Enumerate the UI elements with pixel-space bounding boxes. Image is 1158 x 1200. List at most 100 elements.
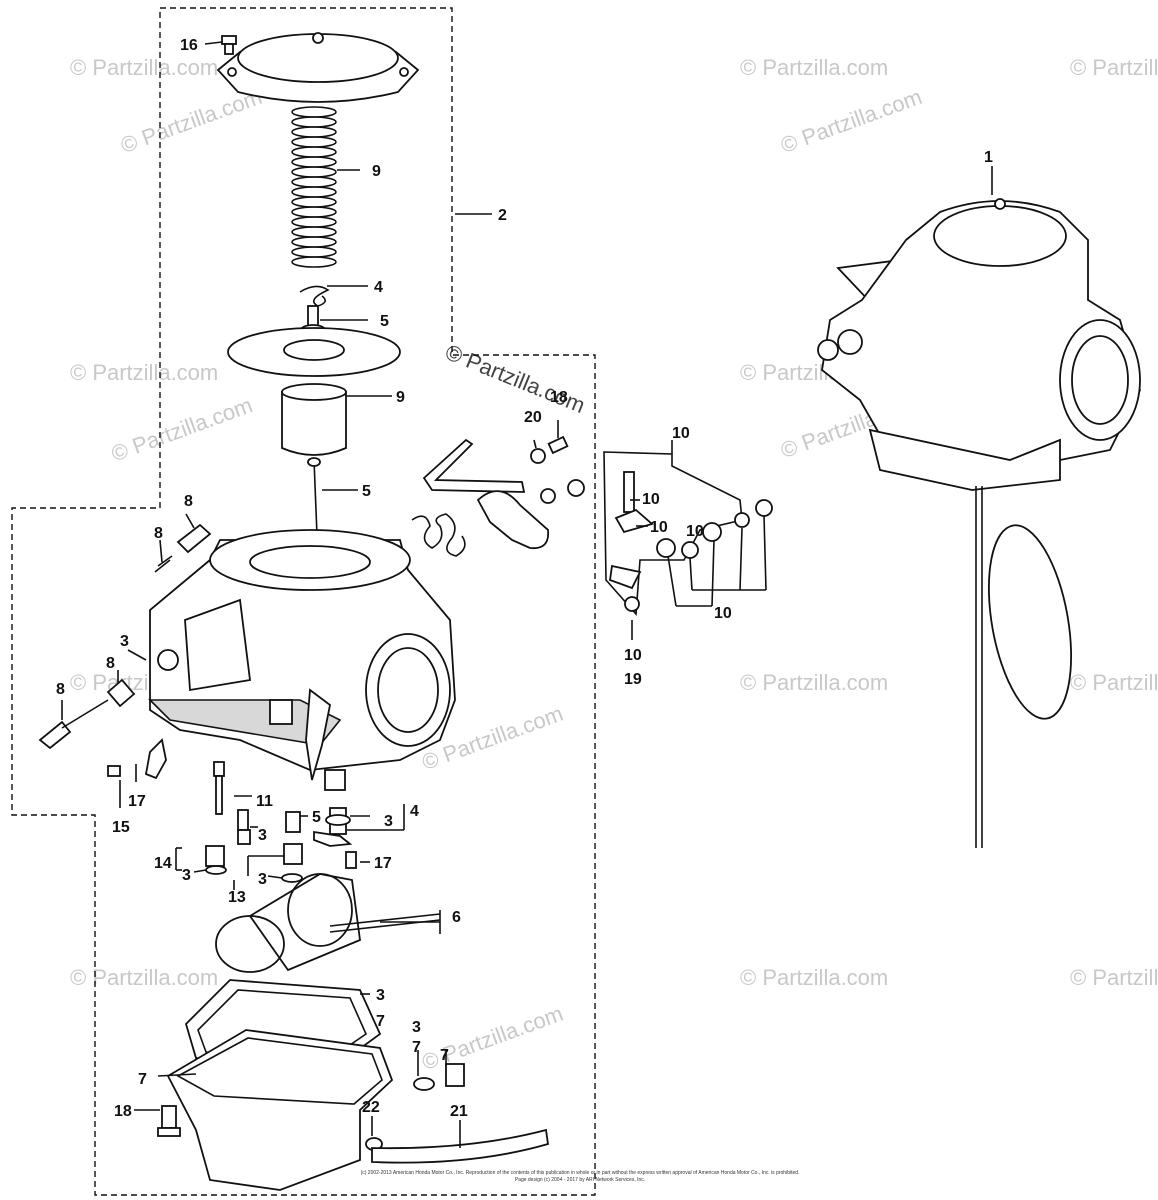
slow-jet-part bbox=[237, 809, 249, 831]
callout-2: 2 bbox=[498, 207, 507, 224]
callout-8: 8 bbox=[106, 655, 115, 672]
callout-8: 8 bbox=[154, 525, 163, 542]
screw-15-top bbox=[221, 35, 237, 55]
spring-coil bbox=[291, 126, 337, 138]
page-design-line: Page design (c) 2004 - 2017 by ARI Netwo… bbox=[514, 1177, 646, 1183]
screw-17 bbox=[547, 435, 569, 455]
washer-part bbox=[540, 488, 556, 504]
callout-3: 3 bbox=[120, 633, 129, 650]
spring-coil bbox=[291, 186, 337, 198]
spring-9 bbox=[291, 106, 337, 268]
main-jet-11 bbox=[213, 761, 225, 815]
callout-18: 19 bbox=[624, 671, 642, 688]
cam-plate-part bbox=[476, 490, 550, 550]
screw-15-bottom bbox=[345, 851, 357, 869]
top-cap-part bbox=[216, 32, 420, 103]
watermark-text: © Partzilla.com bbox=[70, 55, 218, 80]
watermark-text: © Partzilla.com bbox=[70, 360, 218, 385]
callout-15: 16 bbox=[180, 37, 198, 54]
spring-coil bbox=[291, 246, 337, 258]
callout-8: 8 bbox=[184, 493, 193, 510]
callout-3: 3 bbox=[182, 867, 191, 884]
drain-plug-7 bbox=[413, 1063, 465, 1091]
callout-15: 17 bbox=[374, 855, 392, 872]
callout-7: 7 bbox=[138, 1071, 147, 1088]
spring-coil bbox=[291, 226, 337, 238]
watermark-text: © Partzilla.com bbox=[117, 84, 265, 158]
watermark-text: © Partzilla.com bbox=[108, 392, 256, 466]
watermark-center-text: © Partzilla.com bbox=[442, 339, 589, 418]
callout-9: 9 bbox=[396, 389, 405, 406]
throttle-linkage-group bbox=[603, 451, 773, 616]
callout-7: 7 bbox=[440, 1047, 449, 1064]
throttle-link-part bbox=[422, 438, 526, 493]
spring-coil bbox=[291, 196, 337, 208]
spring-coil bbox=[291, 146, 337, 158]
spring-coil bbox=[291, 256, 337, 268]
watermark-text: © Partzilla.com bbox=[740, 670, 888, 695]
needle-jet-holder-5 bbox=[285, 811, 301, 833]
callout-10: 10 bbox=[624, 647, 642, 664]
clip-part bbox=[313, 830, 353, 847]
floats-6 bbox=[215, 873, 441, 973]
assembled-carburetor bbox=[817, 198, 1141, 848]
watermark-text: © Partzilla.com bbox=[70, 965, 218, 990]
callout-21: 21 bbox=[450, 1103, 468, 1120]
callout-7: 7 bbox=[376, 1013, 385, 1030]
callout-3: 3 bbox=[258, 827, 267, 844]
o-ring-4 bbox=[325, 814, 351, 826]
copyright-line: (c) 2002-2013 American Honda Motor Co., … bbox=[360, 1170, 800, 1176]
needle-jet-12 bbox=[205, 845, 225, 867]
callout-5: 4 bbox=[374, 279, 383, 296]
o-ring-12 bbox=[205, 865, 227, 875]
callout-10: 10 bbox=[650, 519, 668, 536]
callout-3: 3 bbox=[412, 1019, 421, 1036]
callout-8: 8 bbox=[56, 681, 65, 698]
spring-coil bbox=[291, 216, 337, 228]
assembly-boundary bbox=[11, 7, 596, 1196]
float-bowl-7 bbox=[166, 1029, 394, 1191]
callout-1: 1 bbox=[984, 149, 993, 166]
callout-20: 20 bbox=[524, 409, 542, 426]
spring-coil bbox=[291, 206, 337, 218]
callout-11: 11 bbox=[256, 793, 273, 810]
throttle-spring-part bbox=[411, 513, 466, 557]
callout-3: 3 bbox=[384, 813, 393, 830]
watermark-text: © Partzilla.com bbox=[1070, 670, 1158, 695]
callout-4: 4 bbox=[410, 803, 419, 820]
watermark-text: © Partzilla.com bbox=[740, 965, 888, 990]
callout-7: 7 bbox=[412, 1039, 421, 1056]
spring-coil bbox=[291, 136, 337, 148]
callout-22: 22 bbox=[362, 1099, 380, 1116]
spring-clip-5 bbox=[299, 285, 330, 307]
slow-jet-holder-part bbox=[237, 829, 251, 845]
callout-14: 15 bbox=[112, 819, 130, 836]
callout-3: 3 bbox=[258, 871, 267, 888]
callout-10: 10 bbox=[672, 425, 690, 442]
watermark-text: © Partzilla.com bbox=[1070, 55, 1158, 80]
exploded-parts bbox=[38, 32, 585, 1191]
drain-screw-16 bbox=[157, 1105, 181, 1137]
callout-6: 6 bbox=[452, 909, 461, 926]
spring-coil bbox=[291, 166, 337, 178]
piston-9 bbox=[281, 383, 347, 456]
callout-10: 10 bbox=[642, 491, 660, 508]
callout-12: 14 bbox=[154, 855, 172, 872]
callout-10: 10 bbox=[686, 523, 704, 540]
jet-holder-13 bbox=[283, 843, 303, 865]
leader-lines bbox=[61, 41, 993, 1148]
spring-coil bbox=[291, 106, 337, 118]
spring-coil bbox=[291, 116, 337, 128]
spring-coil bbox=[291, 236, 337, 248]
washer-20 bbox=[530, 448, 546, 464]
bracket-19 bbox=[144, 738, 167, 780]
spring-coil bbox=[291, 176, 337, 188]
callout-10: 10 bbox=[714, 605, 732, 622]
callout-17: 18 bbox=[550, 389, 568, 406]
watermark-text: © Partzilla.com bbox=[1070, 965, 1158, 990]
o-ring-13 bbox=[281, 873, 303, 883]
watermark-text: © Partzilla.com bbox=[740, 55, 888, 80]
callout-labels: 16 9 2 4 5 9 5 1 20 18 10 10 10 10 10 10… bbox=[56, 37, 993, 1120]
callout-9: 9 bbox=[372, 163, 381, 180]
